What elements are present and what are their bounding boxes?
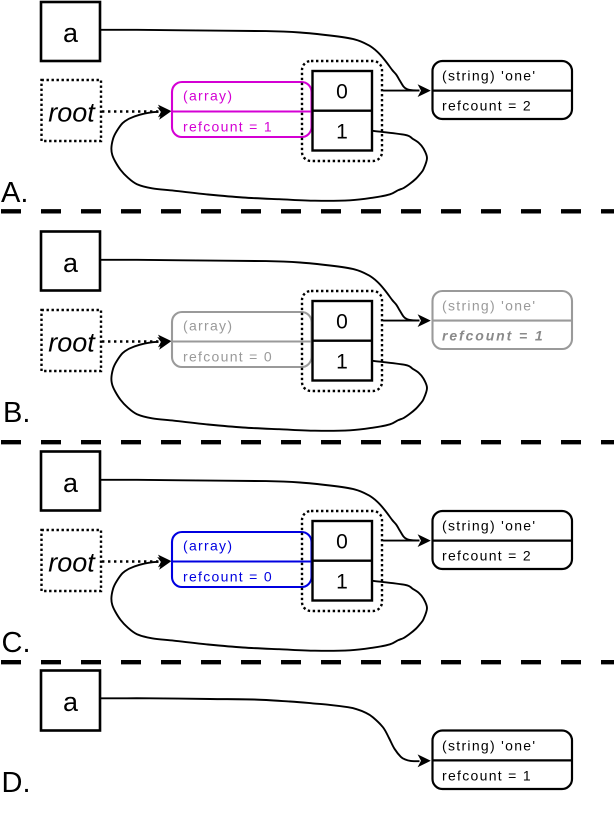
svg-text:root: root: [48, 98, 96, 128]
svg-text:refcount = 0: refcount = 0: [183, 349, 273, 365]
svg-text:refcount = 2: refcount = 2: [442, 98, 532, 114]
svg-text:a: a: [63, 18, 79, 48]
svg-text:refcount = 1: refcount = 1: [442, 328, 545, 344]
svg-text:(array): (array): [183, 317, 233, 333]
svg-text:a: a: [63, 687, 79, 717]
svg-text:0: 0: [336, 81, 348, 104]
svg-text:C.: C.: [2, 627, 31, 659]
svg-text:(string) 'one': (string) 'one': [442, 298, 536, 314]
svg-text:(string) 'one': (string) 'one': [442, 738, 536, 754]
svg-text:0: 0: [336, 311, 348, 334]
svg-text:refcount = 2: refcount = 2: [442, 548, 532, 564]
svg-text:(string) 'one': (string) 'one': [442, 518, 536, 534]
svg-text:refcount = 1: refcount = 1: [183, 119, 273, 135]
svg-text:D.: D.: [2, 767, 31, 799]
svg-text:B.: B.: [3, 397, 30, 429]
svg-text:refcount = 0: refcount = 0: [183, 569, 273, 585]
svg-text:(string) 'one': (string) 'one': [442, 68, 536, 84]
svg-text:a: a: [63, 468, 79, 498]
svg-text:refcount = 1: refcount = 1: [442, 768, 532, 784]
svg-text:(array): (array): [183, 537, 233, 553]
svg-text:root: root: [48, 548, 96, 578]
svg-text:1: 1: [336, 351, 348, 374]
svg-text:a: a: [63, 248, 79, 278]
svg-text:(array): (array): [183, 87, 233, 103]
svg-text:1: 1: [336, 121, 348, 144]
svg-text:root: root: [48, 328, 96, 358]
svg-text:A.: A.: [1, 177, 28, 209]
svg-text:0: 0: [336, 531, 348, 554]
svg-text:1: 1: [336, 571, 348, 594]
